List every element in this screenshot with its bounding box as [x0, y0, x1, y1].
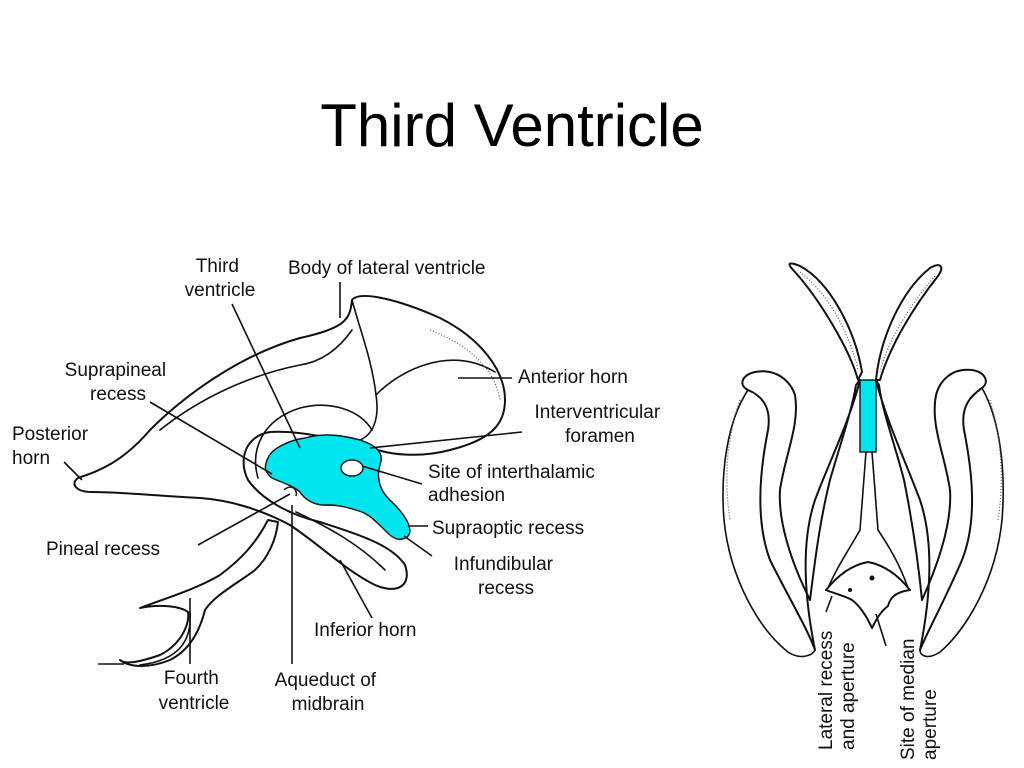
slide-title: Third Ventricle: [320, 92, 704, 159]
right-lateral-wing: [875, 368, 987, 651]
third-ventricle-shape: [264, 434, 411, 540]
leader-posterior-horn: [63, 461, 83, 481]
left-anterior-lobe-inner: [799, 271, 859, 371]
label-anterior-horn: Anterior horn: [518, 367, 628, 388]
label-fourth-ventricle: Fourth ventricle: [159, 668, 230, 714]
inner-ring: [254, 404, 373, 479]
label-posterior-horn: Posterior horn: [12, 424, 93, 469]
leader-infundibular: [403, 535, 433, 557]
pineal-notch: [283, 486, 298, 497]
leader-lateral-recess: [825, 595, 833, 613]
label-site-of-interthalamic-adhesion: Site of interthalamic adhesion: [428, 462, 600, 506]
label-pineal-recess: Pineal recess: [46, 539, 160, 560]
central-stalk: [827, 451, 867, 589]
left-anterior-lobe: [788, 262, 863, 381]
label-lateral-recess-and-aperture: Lateral recess and aperture: [816, 625, 859, 750]
lateral-aperture-dot: [848, 588, 852, 592]
stipple-anterior: [429, 329, 501, 401]
left-lateral-wing: [741, 370, 861, 651]
left-wing-outer: [722, 389, 816, 658]
label-inferior-horn: Inferior horn: [314, 620, 416, 641]
leader-pineal: [197, 493, 291, 546]
leader-median-aperture: [875, 613, 887, 647]
fourth-ventricle-top-view: [825, 561, 911, 629]
right-anterior-lobe-inner: [879, 275, 936, 373]
median-aperture-dot: [869, 575, 875, 581]
leader-interventricular: [369, 431, 523, 449]
label-aqueduct-of-midbrain: Aqueduct of midbrain: [275, 670, 382, 715]
superior-view: Lateral recess and aperture Site of medi…: [722, 262, 1004, 760]
leader-interthalamic: [361, 465, 423, 485]
label-interventricular-foramen: Interventricular foramen: [535, 402, 666, 447]
left-wing-stipple: [726, 399, 741, 521]
third-ventricle-top-view: [859, 379, 877, 453]
label-suprapineal-recess: Suprapineal recess: [65, 360, 172, 405]
fourth-ventricle-outline: [119, 519, 279, 667]
label-third-ventricle: Third ventricle: [185, 256, 256, 301]
leader-third-ventricle: [231, 303, 301, 449]
label-body-of-lateral-ventricle: Body of lateral ventricle: [288, 258, 486, 279]
leader-suprapineal: [149, 401, 273, 475]
leader-inferior-horn: [339, 559, 373, 619]
label-site-of-median-aperture: Site of median aperture: [898, 633, 941, 760]
central-stalk-right: [871, 451, 909, 589]
anterior-horn-contour: [375, 359, 496, 396]
right-wing-stipple: [989, 399, 1002, 521]
label-infundibular-recess: Infundibular recess: [454, 554, 559, 599]
lateral-view: Third ventricle Body of lateral ventricl…: [12, 256, 666, 715]
interthalamic-adhesion-mark: [340, 459, 364, 477]
inferior-horn-contour: [295, 511, 386, 571]
body-contour: [159, 329, 353, 431]
right-anterior-lobe: [875, 264, 943, 381]
label-supraoptic-recess: Supraoptic recess: [432, 518, 584, 539]
